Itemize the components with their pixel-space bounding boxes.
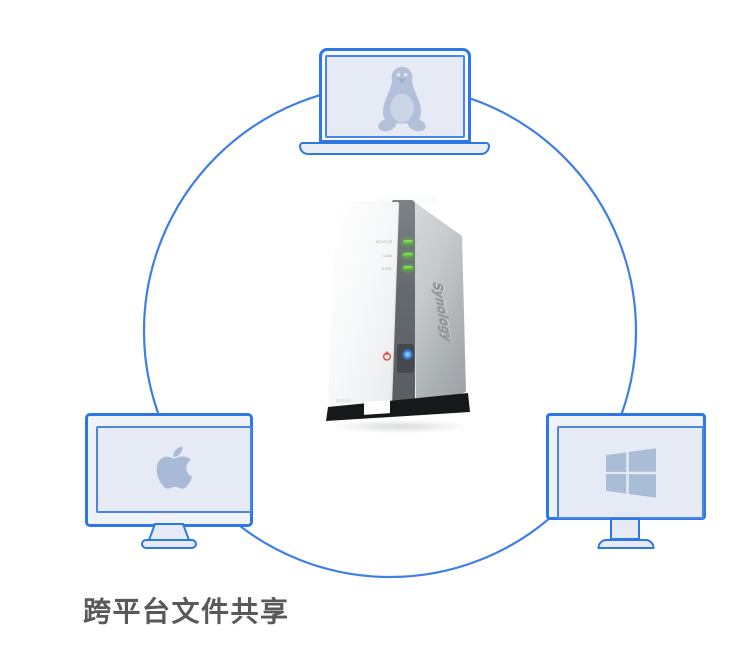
apple-logo-icon bbox=[156, 446, 193, 489]
windows-logo-icon bbox=[606, 448, 656, 498]
power-button-icon bbox=[382, 351, 392, 361]
led-label-disk: DISK bbox=[381, 266, 392, 271]
nas-base-feet bbox=[326, 392, 478, 422]
imac-stand bbox=[141, 523, 197, 549]
nas-model-label: DS118 bbox=[336, 398, 351, 403]
imac-bezel bbox=[85, 413, 253, 527]
linux-tux-icon bbox=[378, 66, 426, 131]
laptop-base bbox=[299, 142, 490, 155]
lan-led bbox=[402, 252, 414, 257]
monitor-screen bbox=[557, 426, 704, 519]
nas-front-panel bbox=[328, 202, 400, 407]
windows-monitor bbox=[544, 410, 710, 552]
laptop-screen bbox=[325, 54, 465, 138]
synology-nas: Synology STATUS LAN DISK DS118 bbox=[318, 193, 478, 443]
usb-activity-led bbox=[402, 349, 413, 360]
monitor-bezel bbox=[546, 413, 706, 520]
mac-desktop bbox=[83, 410, 255, 552]
nas-reflection bbox=[330, 420, 470, 433]
linux-laptop bbox=[296, 44, 494, 158]
page-title: 跨平台文件共享 bbox=[83, 596, 290, 627]
monitor-stand bbox=[597, 518, 655, 549]
led-label-lan: LAN bbox=[383, 253, 392, 258]
nas-side-panel bbox=[413, 201, 466, 408]
imac-screen bbox=[96, 426, 252, 513]
status-led bbox=[402, 239, 414, 244]
disk-led bbox=[402, 265, 414, 270]
laptop-screen-bezel bbox=[319, 48, 471, 143]
led-label-status: STATUS bbox=[375, 239, 392, 244]
